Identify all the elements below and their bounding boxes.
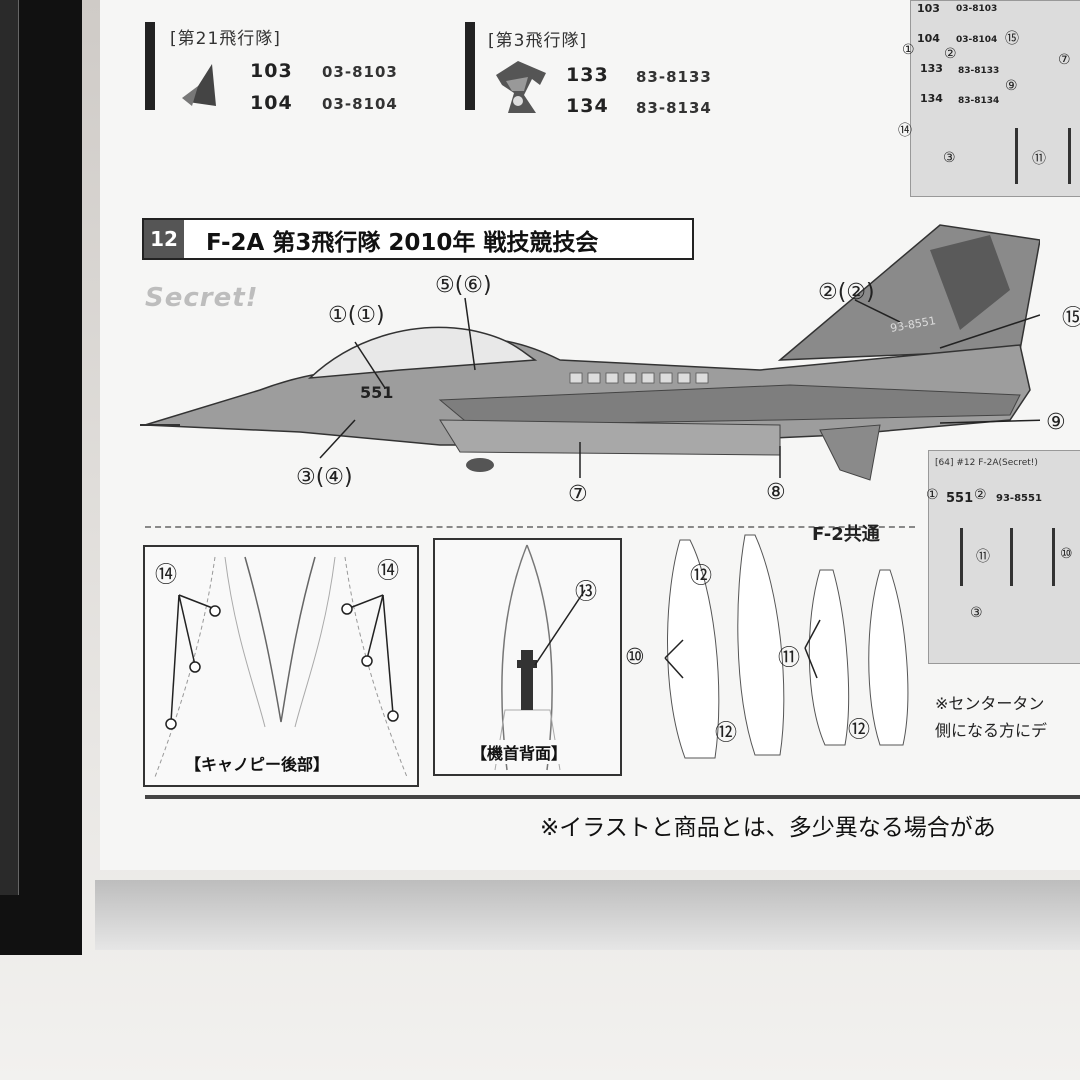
thumb-marker: ② (944, 46, 957, 62)
aircraft-number: 104 (250, 92, 293, 114)
squadron-bar (465, 22, 475, 110)
callout-11: ⑪ (778, 646, 801, 671)
footer-rule (145, 795, 1080, 799)
callout-15: ⑮ (1062, 306, 1080, 331)
thumb-marker: ⑮ (1005, 31, 1019, 47)
thumb-text: 551 (946, 491, 974, 506)
aircraft-number: 103 (250, 60, 293, 82)
thumb-decal-strip (1052, 528, 1055, 586)
thumb-text: 104 (917, 32, 940, 45)
thumb-text: 93-8551 (996, 493, 1042, 504)
thumb-marker: ① (926, 487, 939, 503)
thumb-text: 03-8104 (956, 35, 998, 45)
callout-1: ①(①) (328, 303, 385, 328)
panel-label: 【キャノピー後部】 (185, 751, 330, 775)
thumb-marker: ⑪ (976, 549, 990, 565)
thumb-decal-strip (1015, 128, 1018, 184)
callout-5: ⑤(⑥) (435, 273, 492, 298)
callout-7: ⑦ (568, 482, 588, 507)
aircraft-serial: 03-8104 (322, 95, 398, 113)
callout-14: ⑭ (155, 563, 178, 588)
canopy-rear-panel: ⑭ ⑭ 【キャノピー後部】 (143, 545, 419, 787)
section-number: 12 (144, 220, 184, 258)
side-note-line: 側になる方にデ (935, 721, 1048, 740)
aircraft-serial: 03-8103 (322, 63, 398, 81)
panel-label: 【機首背面】 (471, 740, 568, 764)
nose-number-marking: 551 (360, 383, 394, 402)
common-label: F-2共通 (812, 524, 880, 545)
callout-12: ⑫ (690, 564, 713, 589)
aircraft-serial: 83-8133 (636, 68, 712, 86)
thumb-marker: ⑪ (1032, 151, 1046, 167)
samurai-helmet-emblem (496, 61, 546, 113)
thumb-decal-strip (960, 528, 963, 586)
callout-14: ⑭ (377, 559, 400, 584)
callout-3: ③(④) (296, 465, 353, 490)
aircraft-number: 134 (566, 95, 609, 117)
thumb-marker: ⑨ (1005, 78, 1018, 94)
aircraft-number: 133 (566, 64, 609, 86)
squadron-label: [第3飛行隊] (488, 31, 588, 51)
squadron-bar (145, 22, 155, 110)
decal-sheet-thumbnail (910, 0, 1080, 197)
aircraft-serial: 83-8134 (636, 99, 712, 117)
thumb-marker: ① (902, 42, 915, 58)
callout-12: ⑫ (715, 721, 738, 746)
aircraft-illustration (140, 224, 1040, 481)
thumb-text: 103 (917, 2, 940, 15)
thumb-marker: ⑭ (898, 123, 912, 139)
fuel-tanks-drawing (664, 534, 909, 759)
section-title-text: F-2A 第3飛行隊 2010年 戦技競技会 (206, 230, 599, 256)
thumb-text: 134 (920, 92, 943, 105)
thumb-decal-strip (1068, 128, 1071, 184)
callout-10: ⑩ (625, 645, 645, 670)
squadron-emblem (182, 64, 216, 106)
thumb-marker: ② (974, 487, 987, 503)
canopy-rear-drawing (154, 556, 408, 778)
section-divider (145, 526, 915, 528)
thumb-marker: ③ (970, 605, 983, 621)
squadron-label: [第21飛行隊] (170, 29, 281, 49)
thumb-text: 133 (920, 62, 943, 75)
section-title: 12 F-2A 第3飛行隊 2010年 戦技競技会 (142, 218, 694, 260)
sheet-shadow (95, 880, 1080, 950)
nose-top-drawing (494, 544, 586, 771)
thumb-marker: ⑩ (1060, 546, 1073, 562)
callout-12: ⑫ (848, 718, 871, 743)
thumb-text: 83-8134 (958, 96, 1000, 106)
booklet-spine (0, 0, 19, 895)
footer-note: ※イラストと商品とは、多少異なる場合があ (540, 815, 996, 841)
nose-top-panel: ⑬ 【機首背面】 (433, 538, 622, 776)
thumb-marker: ③ (943, 150, 956, 166)
side-note-line: ※センタータン (935, 694, 1045, 713)
thumb-text: 83-8133 (958, 66, 1000, 76)
secret-watermark: Secret! (145, 283, 259, 313)
callout-9: ⑨ (1046, 410, 1066, 435)
callout-8: ⑧ (766, 480, 786, 505)
thumb-text: 03-8103 (956, 4, 998, 14)
thumb-decal-strip (1010, 528, 1013, 586)
thumb-marker: ⑦ (1058, 52, 1071, 68)
callout-2: ②(②) (818, 280, 875, 305)
decal-sheet-thumbnail (928, 450, 1080, 664)
callout-13: ⑬ (575, 580, 598, 605)
thumb-header: [64] #12 F-2A(Secret!) (935, 458, 1038, 468)
